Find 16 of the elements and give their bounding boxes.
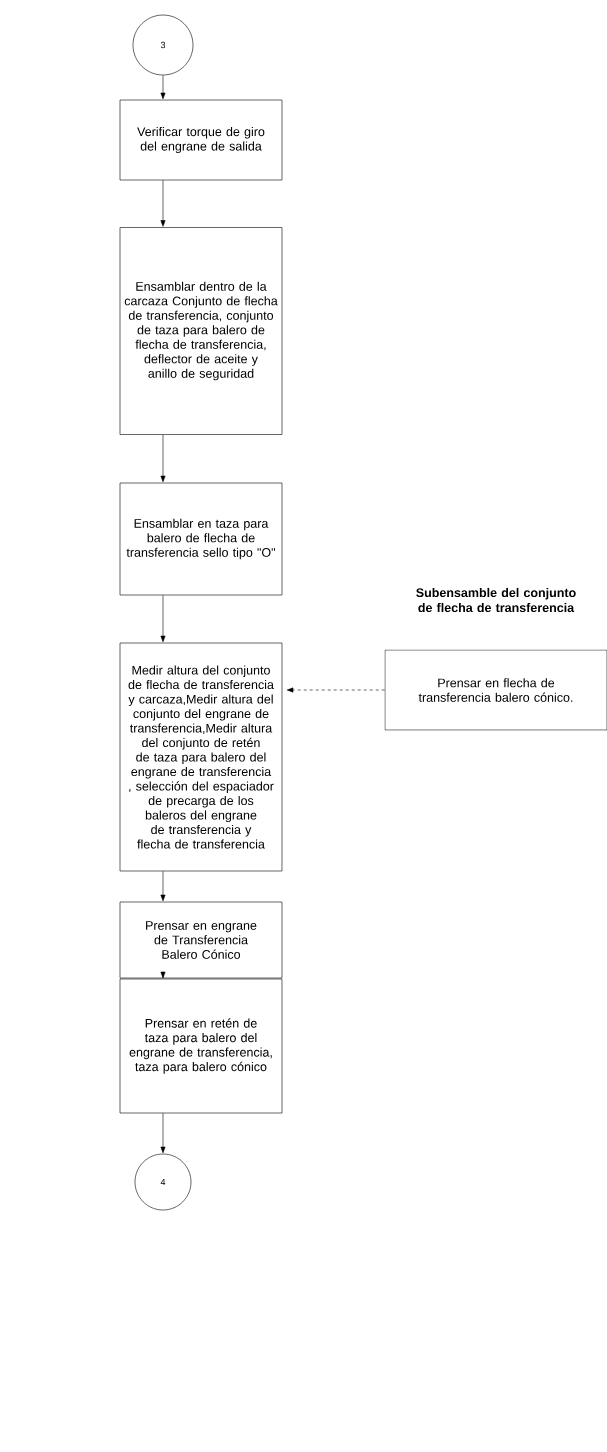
arrow — [160, 180, 166, 227]
process-box: Verificar torque de giro del engrane de salida — [119, 99, 283, 181]
arrow — [160, 434, 166, 483]
process-box: Medir altura del conjunto de flecha de transferencia y carcaza,Medir altura del conjunto del engrane de transferencia,Medir altura del conjunto de retén de taza para balero del engrane de transferencia , selección del espaciador de precarga de los baleros del engrane de transferencia y flecha de transferencia — [119, 642, 283, 872]
heading: Subensamble del conjunto de flecha de transferencia — [416, 587, 576, 613]
process-box: Prensar en retén de taza para balero del engrane de transferencia, taza para balero cónico — [119, 978, 283, 1114]
arrow — [160, 971, 166, 979]
process-box: Ensamblar dentro de la carcaza Conjunto de flecha de transferencia, conjunto de taza para balero de flecha de transferencia, deflector de aceite y anillo de seguridad — [119, 227, 283, 435]
process-box: Prensar en flecha de transferencia balero cónico. — [384, 649, 607, 731]
arrow — [160, 871, 166, 902]
arrow — [160, 75, 166, 100]
process-box: Prensar en engrane de Transferencia Balero Cónico — [119, 901, 283, 979]
arrow — [160, 595, 166, 643]
arrow — [286, 687, 385, 693]
arrow — [160, 1113, 166, 1154]
process-box: Ensamblar en taza para balero de flecha de transferencia sello tipo "O" — [119, 482, 283, 596]
